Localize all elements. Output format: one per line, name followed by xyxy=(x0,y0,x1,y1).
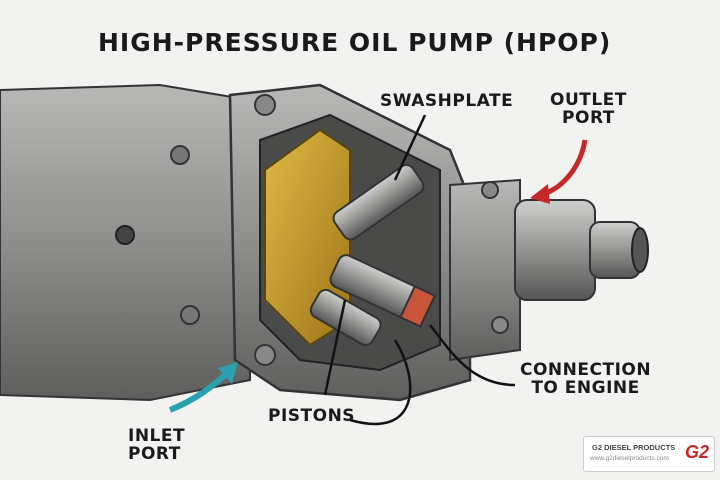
label-line: OUTLET xyxy=(550,90,627,110)
label-inlet-port: INLET PORT xyxy=(128,426,186,464)
logo-url: www.g2dieselproducts.com xyxy=(590,455,669,462)
bolt xyxy=(254,94,276,116)
inlet-arrow xyxy=(168,369,231,413)
swashplate-leader xyxy=(393,114,427,181)
piston-upper xyxy=(332,164,425,241)
bolt-hole xyxy=(115,225,135,245)
logo-name: G2 DIESEL PRODUCTS xyxy=(592,443,676,452)
label-line: TO ENGINE xyxy=(531,377,640,398)
bolt xyxy=(491,316,509,334)
label-line: PORT xyxy=(562,107,615,128)
label-swashplate: SWASHPLATE xyxy=(380,91,514,111)
bolt xyxy=(254,344,276,366)
outlet-opening xyxy=(631,227,649,273)
piston-middle xyxy=(329,254,437,328)
brand-logo: G2 DIESEL PRODUCTS www.g2dieselproducts.… xyxy=(583,436,715,472)
label-pistons: PISTONS xyxy=(268,406,356,426)
outlet-arrowhead xyxy=(530,184,550,204)
label-outlet-port: OUTLET PORT xyxy=(550,90,627,128)
inlet-arrowhead xyxy=(218,362,238,384)
bolt xyxy=(481,181,499,199)
label-line: INLET xyxy=(128,426,186,446)
label-line: PORT xyxy=(128,443,181,464)
outlet-shaft xyxy=(514,199,596,301)
label-connection-to-engine: CONNECTION TO ENGINE xyxy=(520,360,652,398)
bolt xyxy=(180,305,200,325)
logo-mark-icon: G2 xyxy=(684,442,709,462)
pistons-leader xyxy=(323,299,347,396)
label-line: CONNECTION xyxy=(520,360,652,380)
bolt xyxy=(170,145,190,165)
connection-leader xyxy=(429,324,516,387)
pistons-curve xyxy=(349,339,412,426)
page-title: HIGH-PRESSURE OIL PUMP (HPOP) xyxy=(98,28,612,57)
outlet-block xyxy=(449,178,521,362)
